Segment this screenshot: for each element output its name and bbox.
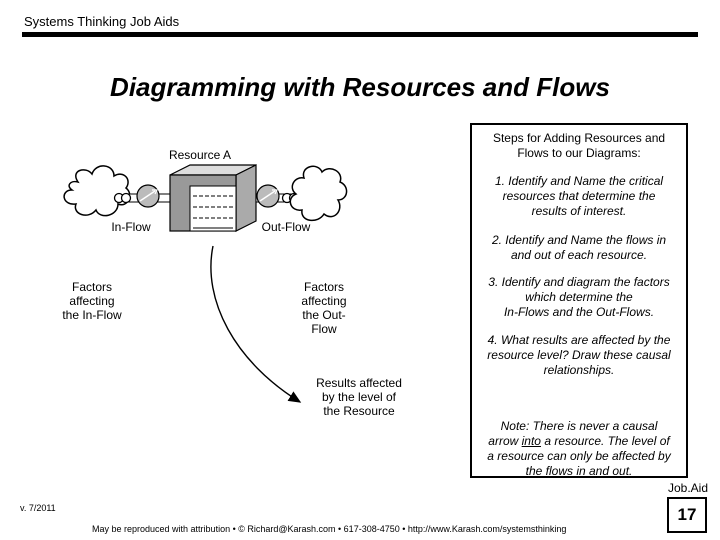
factors-outflow-label: Factors affecting the Out- Flow — [301, 280, 347, 336]
source-cloud-icon — [63, 165, 131, 217]
resource-box-icon — [169, 164, 257, 232]
jobaid-label: Job.Aid — [668, 481, 709, 495]
step-1: 1. Identify and Name the critical resour… — [494, 174, 664, 218]
inflow-valve-icon — [136, 184, 160, 208]
step-3: 3. Identify and diagram the factors whic… — [488, 275, 670, 319]
steps-panel: Steps for Adding Resources and Flows to … — [470, 123, 688, 478]
steps-note: Note: There is never a causal arrow into… — [487, 419, 671, 478]
causal-arrow — [210, 245, 302, 403]
sink-cloud-icon — [289, 165, 348, 222]
page-title: Diagramming with Resources and Flows — [110, 72, 610, 102]
header-text: Systems Thinking Job Aids — [24, 14, 180, 29]
step-2: 2. Identify and Name the flows in and ou… — [491, 233, 667, 262]
factors-inflow-label: Factors affecting the In-Flow — [62, 280, 122, 322]
steps-heading: Steps for Adding Resources and Flows to … — [492, 131, 666, 160]
stock-flow-diagram — [63, 164, 348, 403]
version-label: v. 7/2011 — [20, 503, 56, 513]
resource-label: Resource A — [168, 148, 232, 162]
outflow-label: Out-Flow — [261, 220, 311, 234]
step-4: 4. What results are affected by the reso… — [487, 333, 671, 377]
header-rule — [22, 32, 698, 37]
page-number: 17 — [667, 497, 707, 533]
inflow-label: In-Flow — [111, 220, 151, 234]
attribution-footer: May be reproduced with attribution • © R… — [92, 524, 567, 534]
results-label: Results affected by the level of the Res… — [316, 376, 402, 418]
outflow-valve-icon — [256, 184, 280, 208]
